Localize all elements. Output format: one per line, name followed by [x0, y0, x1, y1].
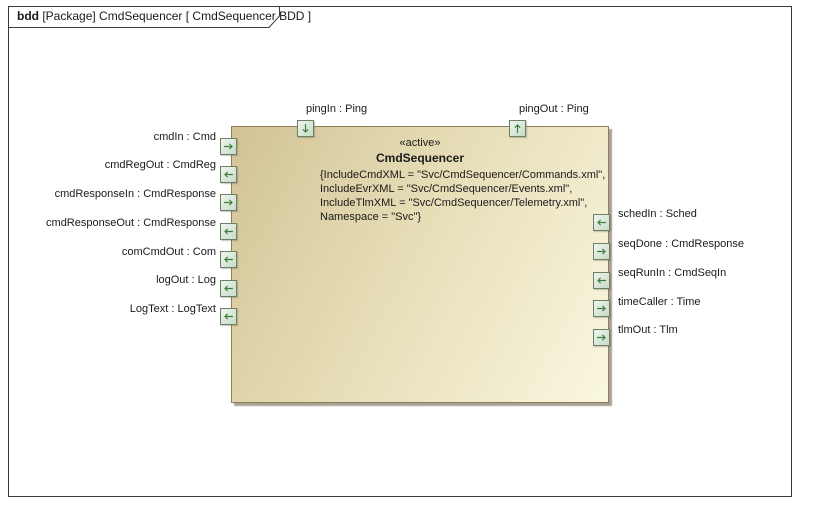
arrow-left-icon — [224, 228, 233, 235]
port-label-seqRunIn[interactable]: seqRunIn : CmdSeqIn — [618, 267, 727, 279]
port-label-cmdRegOut[interactable]: cmdRegOut : CmdReg — [104, 159, 216, 171]
arrow-right-icon — [224, 143, 233, 150]
block-stereotype: «active» — [399, 137, 441, 149]
port-label-pingIn[interactable]: pingIn : Ping — [306, 103, 368, 115]
port-LogText[interactable] — [220, 308, 237, 325]
port-label-cmdIn[interactable]: cmdIn : Cmd — [153, 131, 216, 143]
port-pingIn[interactable] — [297, 120, 314, 137]
constraint-line: Namespace = "Svc"} — [320, 211, 422, 223]
constraint-line: IncludeTlmXML = "Svc/CmdSequencer/Teleme… — [320, 197, 588, 209]
port-seqDone[interactable] — [593, 243, 610, 260]
arrow-right-icon — [597, 248, 606, 255]
port-cmdResponseIn[interactable] — [220, 194, 237, 211]
port-label-comCmdOut[interactable]: comCmdOut : Com — [121, 246, 216, 258]
arrow-left-icon — [597, 219, 606, 226]
arrow-right-icon — [224, 199, 233, 206]
port-label-seqDone[interactable]: seqDone : CmdResponse — [618, 238, 744, 250]
port-label-cmdResponseOut[interactable]: cmdResponseOut : CmdResponse — [46, 217, 216, 229]
arrow-right-icon — [597, 305, 606, 312]
frame-title-tab — [8, 6, 280, 28]
arrow-right-icon — [597, 334, 606, 341]
arrow-left-icon — [597, 277, 606, 284]
block-name: CmdSequencer — [375, 151, 465, 165]
port-seqRunIn[interactable] — [593, 272, 610, 289]
constraint-line: {IncludeCmdXML = "Svc/CmdSequencer/Comma… — [320, 169, 606, 181]
port-cmdRegOut[interactable] — [220, 166, 237, 183]
port-logOut[interactable] — [220, 280, 237, 297]
arrow-down-icon — [302, 124, 309, 133]
block-constraints: {IncludeCmdXML = "Svc/CmdSequencer/Comma… — [320, 168, 605, 224]
port-pingOut[interactable] — [509, 120, 526, 137]
port-tlmOut[interactable] — [593, 329, 610, 346]
port-label-timeCaller[interactable]: timeCaller : Time — [618, 296, 701, 308]
arrow-left-icon — [224, 171, 233, 178]
port-comCmdOut[interactable] — [220, 251, 237, 268]
arrow-left-icon — [224, 313, 233, 320]
arrow-up-icon — [514, 124, 521, 133]
port-schedIn[interactable] — [593, 214, 610, 231]
arrow-left-icon — [224, 256, 233, 263]
port-cmdIn[interactable] — [220, 138, 237, 155]
frame-title-text: [Package] CmdSequencer [ CmdSequencer BD… — [42, 9, 312, 23]
port-label-tlmOut[interactable]: tlmOut : Tlm — [618, 324, 678, 336]
constraint-line: IncludeEvrXML = "Svc/CmdSequencer/Events… — [320, 183, 573, 195]
port-label-cmdResponseIn[interactable]: cmdResponseIn : CmdResponse — [54, 188, 216, 200]
port-label-pingOut[interactable]: pingOut : Ping — [519, 103, 589, 115]
arrow-left-icon — [224, 285, 233, 292]
port-timeCaller[interactable] — [593, 300, 610, 317]
block-cmdsequencer[interactable]: «active» CmdSequencer {IncludeCmdXML = "… — [231, 126, 609, 403]
port-cmdResponseOut[interactable] — [220, 223, 237, 240]
frame-title-keyword: bdd — [17, 9, 39, 23]
frame-title: bdd [Package] CmdSequencer [ CmdSequence… — [17, 10, 311, 23]
port-label-logOut[interactable]: logOut : Log — [156, 274, 216, 286]
port-label-schedIn[interactable]: schedIn : Sched — [618, 208, 697, 220]
port-label-LogText[interactable]: LogText : LogText — [129, 303, 216, 315]
